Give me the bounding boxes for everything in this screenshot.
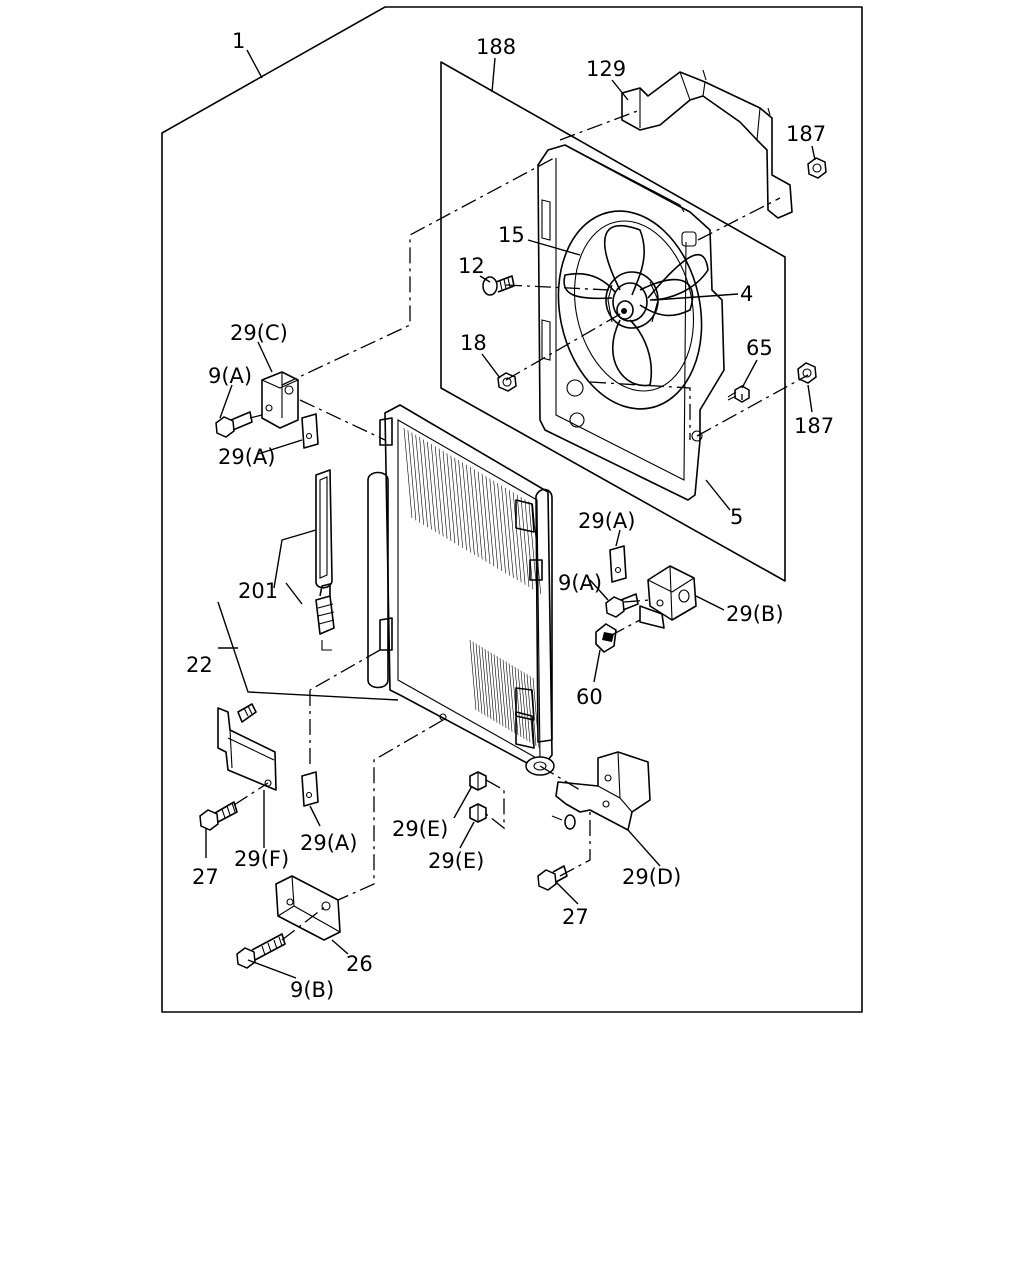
assembly-frame: [161, 6, 863, 1013]
label-bolt-9a-right: 9(A): [558, 571, 602, 595]
label-bolt-27-left: 27: [192, 865, 219, 889]
label-clip-29a-bottom: 29(A): [300, 831, 357, 855]
bracket-29f-part: [217, 703, 277, 791]
label-condenser: 22: [186, 653, 213, 677]
bolt-9a-left-part: [215, 411, 253, 438]
label-motor: 4: [740, 282, 753, 306]
bolt-27-left-part: [199, 801, 238, 831]
clip-29a-bottom-part: [301, 771, 319, 807]
condenser-part: [367, 404, 555, 776]
label-sensor-60: 60: [576, 685, 603, 709]
label-clip-29a-top: 29(A): [218, 445, 275, 469]
bolt-27-right-part: [537, 865, 568, 891]
label-shroud: 5: [730, 505, 743, 529]
label-bracket-b: 29(B): [726, 602, 784, 626]
leader-lines: [205, 49, 816, 979]
clip-29a-top-part: [301, 413, 319, 449]
bracket-26-part: [275, 875, 341, 941]
bracket-29b-part: [639, 565, 697, 629]
screw-65-part: [727, 385, 750, 403]
label-nut-right: 187: [794, 414, 834, 438]
motor-part: [605, 271, 659, 329]
nut-29e-2-part: [469, 803, 487, 823]
label-screw-65: 65: [746, 336, 773, 360]
label-bolt-27-right: 27: [562, 905, 589, 929]
nut-187-top-part: [807, 157, 827, 179]
shroud-kit-panel: [440, 61, 786, 582]
nut-29e-1-part: [469, 771, 487, 791]
fan-part: [557, 210, 709, 410]
sensor-60-part: [595, 623, 617, 653]
label-bracket-f: 29(F): [234, 847, 289, 871]
label-bolt-9b: 9(B): [290, 978, 334, 1002]
label-bolt-9a-left: 9(A): [208, 364, 252, 388]
label-nut-18: 18: [460, 331, 487, 355]
label-bracket-c: 29(C): [230, 321, 288, 345]
bracket-29d-part: [551, 751, 651, 831]
label-clip-29a-right: 29(A): [578, 509, 635, 533]
assembly-lines: [233, 109, 809, 941]
label-bracket-d: 29(D): [622, 865, 681, 889]
label-upper-bracket: 129: [586, 57, 626, 81]
bolt-9b-part: [236, 933, 286, 969]
label-assembly: 1: [232, 29, 245, 53]
bracket-29c-part: [261, 371, 299, 429]
shroud-part: [537, 144, 725, 501]
label-shroud-kit: 188: [476, 35, 516, 59]
part-labels: 1 188 129 187 15 12 4 18 65 187 5 29(C) …: [186, 29, 834, 1002]
upper-bracket-part: [621, 69, 793, 219]
clip-29a-right-part: [609, 545, 627, 583]
label-nut-29e-2: 29(E): [428, 849, 484, 873]
receiver-201-part: [315, 469, 335, 651]
label-bracket-26: 26: [346, 952, 373, 976]
nut-187-right-part: [797, 362, 817, 384]
label-receiver-201: 201: [238, 579, 278, 603]
label-nut-29e-1: 29(E): [392, 817, 448, 841]
label-fan: 15: [498, 223, 525, 247]
bolt-9a-right-part: [605, 593, 639, 618]
label-nut-top: 187: [786, 122, 826, 146]
label-bolt-12: 12: [458, 254, 485, 278]
